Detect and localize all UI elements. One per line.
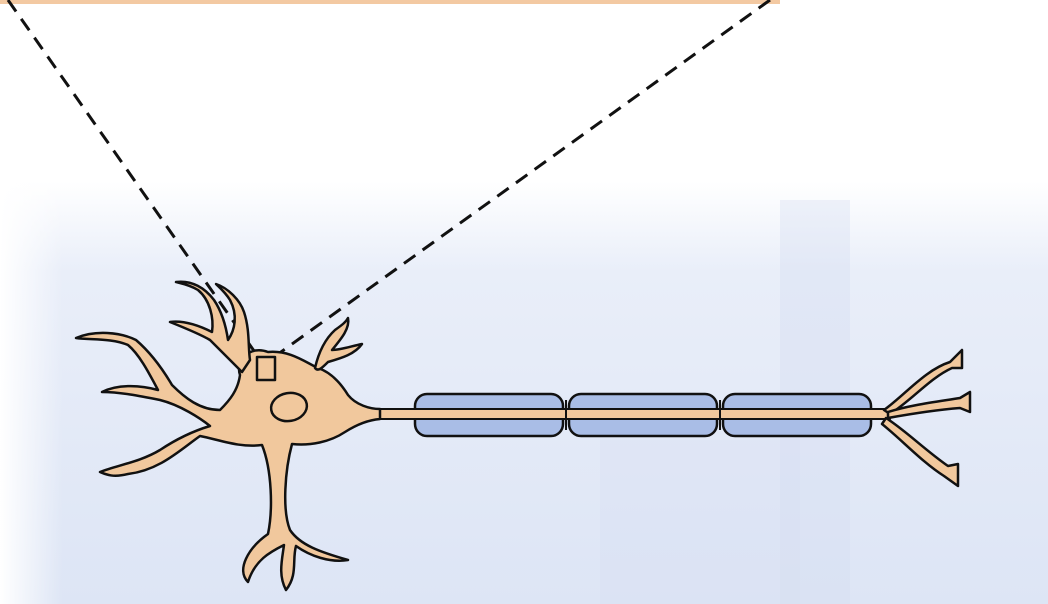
background-panel-shade-2	[600, 440, 800, 604]
axon	[360, 394, 890, 436]
top-band	[0, 0, 780, 4]
axon-core	[360, 409, 890, 419]
